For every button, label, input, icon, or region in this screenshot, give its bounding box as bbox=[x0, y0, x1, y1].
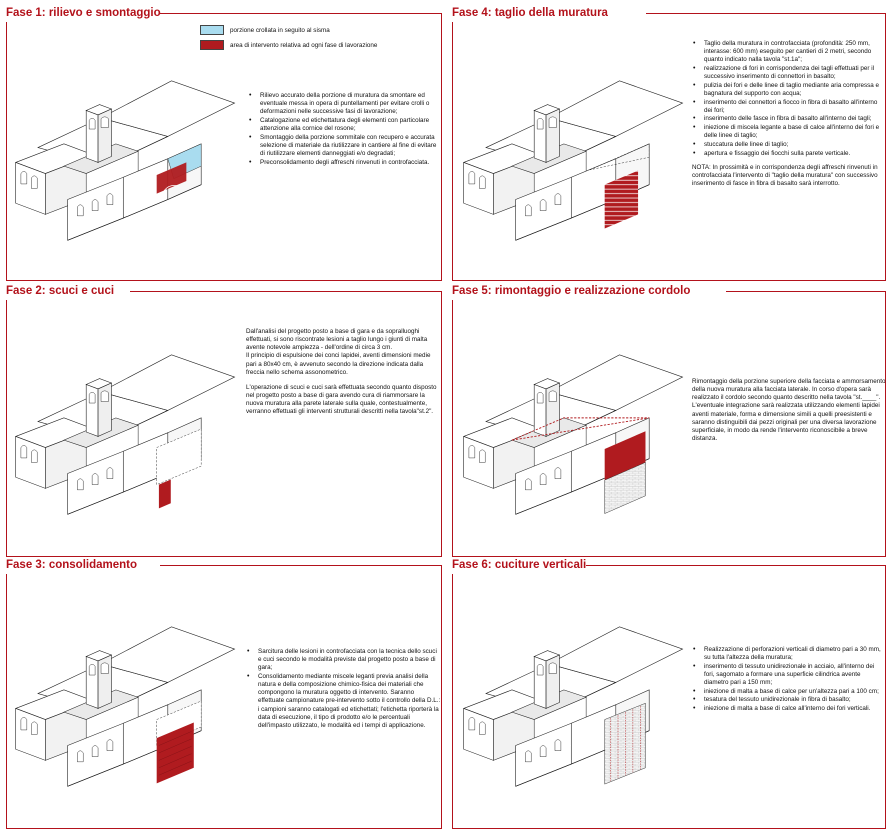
phase-6-frame bbox=[452, 565, 886, 829]
phase-3-bullet: Consolidamento mediante miscele leganti … bbox=[246, 673, 442, 730]
phase-4-text: Taglio della muratura in controfacciata … bbox=[692, 40, 884, 188]
phase-1-left-rule bbox=[6, 22, 7, 281]
intervention-area bbox=[604, 431, 646, 481]
phase-2-frame bbox=[6, 291, 442, 557]
phase-4-bullet: inserimento delle fasce in fibra di basa… bbox=[692, 115, 884, 123]
phase-3-panel: Fase 3: consolidamento Sarcitura delle l… bbox=[0, 552, 446, 832]
phase-4-bullet: pulizia dei fori e delle linee di taglio… bbox=[692, 82, 884, 98]
intervention-area bbox=[156, 722, 194, 784]
phase-4-bullet: apertura e fissaggio dei fiocchi sulla p… bbox=[692, 150, 884, 158]
phase-6-drawing bbox=[463, 626, 683, 787]
phase-2-drawing bbox=[15, 354, 235, 515]
legend-swatch-intervention bbox=[200, 40, 224, 50]
phase-3-text: Sarcitura delle lesioni in controfacciat… bbox=[246, 648, 442, 731]
phase-4-bullet: inserimento dei connettori a fiocco in f… bbox=[692, 99, 884, 115]
phase-2-text: Dall'analisi del progetto posto a base d… bbox=[246, 328, 441, 424]
phase-4-note: NOTA: In prossimità e in corrispondenza … bbox=[692, 163, 878, 187]
phase-6-title: Fase 6: cuciture verticali bbox=[452, 559, 587, 571]
phase-4-bullet: Taglio della muratura in controfacciata … bbox=[692, 40, 884, 64]
phase-3-title-rule bbox=[160, 565, 442, 566]
phase-5-left-rule bbox=[452, 300, 453, 557]
intervention-area bbox=[610, 706, 641, 782]
phase-5-title-rule bbox=[726, 291, 886, 292]
phase-2-title: Fase 2: scuci e cuci bbox=[6, 285, 115, 297]
legend-swatch-collapsed bbox=[200, 25, 224, 35]
phase-2-title-rule bbox=[130, 291, 442, 292]
phase-3-title: Fase 3: consolidamento bbox=[6, 559, 138, 571]
phase-4-drawing bbox=[463, 80, 683, 241]
phase-1-text: Rilievo accurato della porzione di murat… bbox=[248, 92, 438, 167]
phase-5-drawing bbox=[463, 354, 683, 515]
phase-5-paragraph: Rimontaggio della porzione superiore del… bbox=[692, 378, 886, 443]
phase-4-frame bbox=[452, 13, 886, 281]
phase-1-bullet: Smontaggio della porzione sommitale con … bbox=[248, 134, 438, 158]
phase-6-text: Realizzazione di perforazioni verticali … bbox=[692, 646, 884, 714]
phase-5-title: Fase 5: rimontaggio e realizzazione cord… bbox=[452, 285, 691, 297]
phase-4-bullet: stuccatura delle linee di taglio; bbox=[692, 141, 884, 149]
phase-2-paragraph: L'operazione di scuci e cuci sarà effett… bbox=[246, 383, 437, 416]
phase-1-drawing bbox=[15, 80, 235, 241]
phase-5-panel: Fase 5: rimontaggio e realizzazione cord… bbox=[446, 278, 892, 558]
phase-3-left-rule bbox=[6, 574, 7, 829]
legend-label-collapsed: porzione crollata in seguito al sisma bbox=[230, 26, 330, 34]
legend-row-collapsed: porzione crollata in seguito al sisma bbox=[200, 24, 377, 36]
phase-6-panel: Fase 6: cuciture verticali Realizzazione… bbox=[446, 552, 892, 832]
phase-6-left-rule bbox=[452, 574, 453, 829]
phase-1-title-rule bbox=[160, 13, 442, 14]
phase-6-title-rule bbox=[586, 565, 886, 566]
phase-6-bullet: Realizzazione di perforazioni verticali … bbox=[692, 646, 884, 662]
phase-1-frame bbox=[6, 13, 442, 281]
phase-6-bullet: iniezione di malta a base di calce per u… bbox=[692, 688, 884, 696]
phase-6-bullet: iniezione di malta a base di calce all'i… bbox=[692, 705, 884, 713]
phase-2-paragraph: Dall'analisi del progetto posto a base d… bbox=[246, 328, 431, 376]
phase-2-panel: Fase 2: scuci e cuci Dall'analisi del pr… bbox=[0, 278, 446, 558]
phase-4-title: Fase 4: taglio della muratura bbox=[452, 7, 608, 19]
phase-1-bullet: Preconsolidamento degli affreschi rinven… bbox=[248, 159, 438, 167]
phase-5-text: Rimontaggio della porzione superiore del… bbox=[692, 378, 886, 450]
legend-label-intervention: area di intervento relativa ad ogni fase… bbox=[230, 41, 378, 49]
phase-4-left-rule bbox=[452, 22, 453, 281]
phase-1-bullet: Rilievo accurato della porzione di murat… bbox=[248, 92, 438, 116]
phase-3-drawing bbox=[15, 626, 235, 787]
intervention-area bbox=[604, 170, 639, 229]
phase-5-frame bbox=[452, 291, 886, 557]
phase-2-left-rule bbox=[6, 300, 7, 557]
phase-1-panel: Fase 1: rilievo e smontaggio porzione cr… bbox=[0, 0, 446, 284]
phase-1-bullet: Catalogazione ed etichettatura degli ele… bbox=[248, 117, 438, 133]
intervention-area bbox=[156, 162, 187, 194]
legend: porzione crollata in seguito al sisma ar… bbox=[200, 24, 377, 54]
phase-6-bullet: inserimento di tessuto unidirezionale in… bbox=[692, 663, 884, 687]
phase-4-title-rule bbox=[646, 13, 886, 14]
phase-1-title: Fase 1: rilievo e smontaggio bbox=[6, 7, 161, 19]
phase-3-bullet: Sarcitura delle lesioni in controfacciat… bbox=[246, 648, 442, 672]
phase-6-bullet: tesatura del tessuto unidirezionale in f… bbox=[692, 696, 884, 704]
legend-row-intervention: area di intervento relativa ad ogni fase… bbox=[200, 39, 377, 51]
phase-4-bullet: iniezione di miscela legante a base di c… bbox=[692, 124, 884, 140]
phase-4-panel: Fase 4: taglio della muratura Taglio del… bbox=[446, 0, 892, 284]
phase-4-bullet: realizzazione di fori in corrispondenza … bbox=[692, 65, 884, 81]
intervention-area bbox=[158, 479, 171, 509]
